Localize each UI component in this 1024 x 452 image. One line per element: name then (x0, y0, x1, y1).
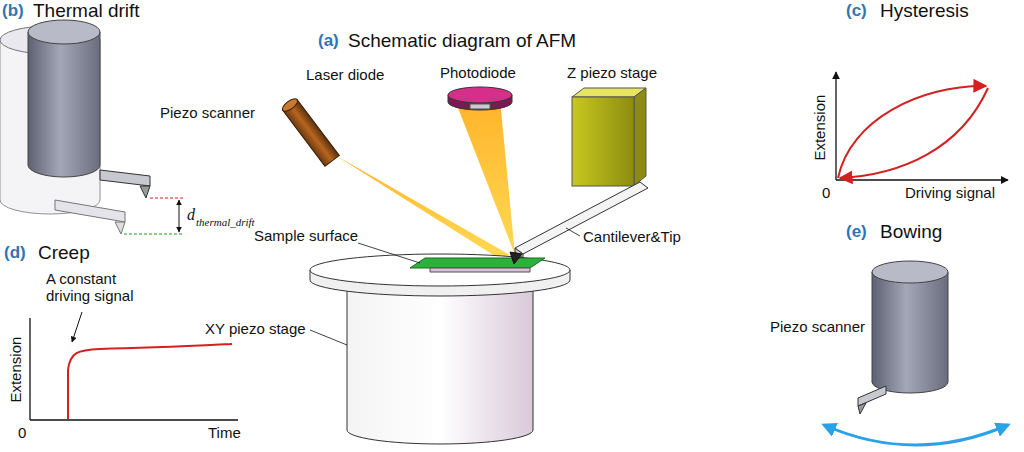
leader-line (358, 243, 420, 263)
panel-tag: (d) (4, 243, 26, 263)
panel-tag: (e) (846, 222, 867, 242)
drift-dimension-arrow (179, 200, 180, 232)
y-axis (835, 72, 836, 180)
afm-schematic (280, 87, 648, 444)
leader-line (566, 228, 580, 236)
callout-note: A constant driving signal (46, 270, 158, 305)
part-label: Laser diode (306, 66, 384, 83)
bowing-figure (824, 261, 1008, 445)
part-label: Photodiode (440, 64, 516, 81)
creep-curve (68, 344, 232, 419)
cantilever-and-tip (510, 182, 648, 264)
panel-title: Creep (38, 242, 90, 264)
part-label: Cantilever&Tip (583, 228, 681, 245)
piezo-scanner-top (28, 20, 100, 44)
x-axis (30, 419, 238, 420)
sample-substrate (430, 268, 530, 272)
thermal-drift-figure (0, 20, 184, 234)
xy-piezo-stage (310, 254, 570, 444)
sample-surface (410, 258, 545, 268)
hysteresis-loop (840, 88, 988, 178)
part-label: Sample surface (254, 227, 358, 244)
probe-tip (140, 186, 150, 198)
bowing-arc (824, 425, 1008, 445)
part-label: Piezo scanner (160, 104, 255, 121)
axis-label: Driving signal (905, 184, 995, 201)
panel-tag: (b) (2, 1, 24, 21)
symbol-subscript: thermal_drift (196, 216, 255, 229)
drift-reference-line (124, 234, 184, 235)
axis-origin: 0 (822, 184, 830, 201)
ghost-probe-arm (55, 200, 125, 222)
part-label: Piezo scanner (770, 318, 865, 335)
axis-origin: 0 (18, 424, 26, 441)
probe-arm (858, 386, 886, 406)
part-label: XY piezo stage (205, 320, 306, 337)
reflected-laser-beam (455, 100, 515, 255)
hysteresis-loop (838, 86, 986, 178)
photodiode (448, 87, 512, 110)
piezo-scanner-body (28, 32, 100, 177)
panel-tag: (c) (846, 1, 867, 21)
panel-title: Schematic diagram of AFM (348, 30, 576, 52)
drift-reference-line (150, 198, 184, 199)
panel-title: Hysteresis (880, 0, 969, 22)
probe-arm (100, 170, 150, 186)
z-piezo-stage (572, 88, 646, 186)
symbol-label: d (187, 206, 195, 224)
callout-arrow (72, 312, 82, 342)
piezo-scanner-top (872, 261, 948, 283)
panel-title: Bowing (880, 221, 942, 243)
axis-label: Extension (811, 95, 828, 161)
y-axis (29, 318, 30, 420)
x-axis (836, 179, 1008, 180)
hysteresis-chart (836, 72, 1008, 180)
panel-title: Thermal drift (33, 0, 140, 22)
probe-tip (858, 403, 866, 414)
part-label: Z piezo stage (567, 64, 657, 81)
panel-tag: (a) (318, 31, 339, 51)
ghost-probe-tip (115, 222, 125, 234)
axis-label: Time (208, 424, 241, 441)
piezo-scanner-body (872, 272, 948, 393)
laser-diode (280, 96, 339, 166)
leader-line (310, 330, 347, 345)
axis-label: Extension (7, 337, 24, 403)
